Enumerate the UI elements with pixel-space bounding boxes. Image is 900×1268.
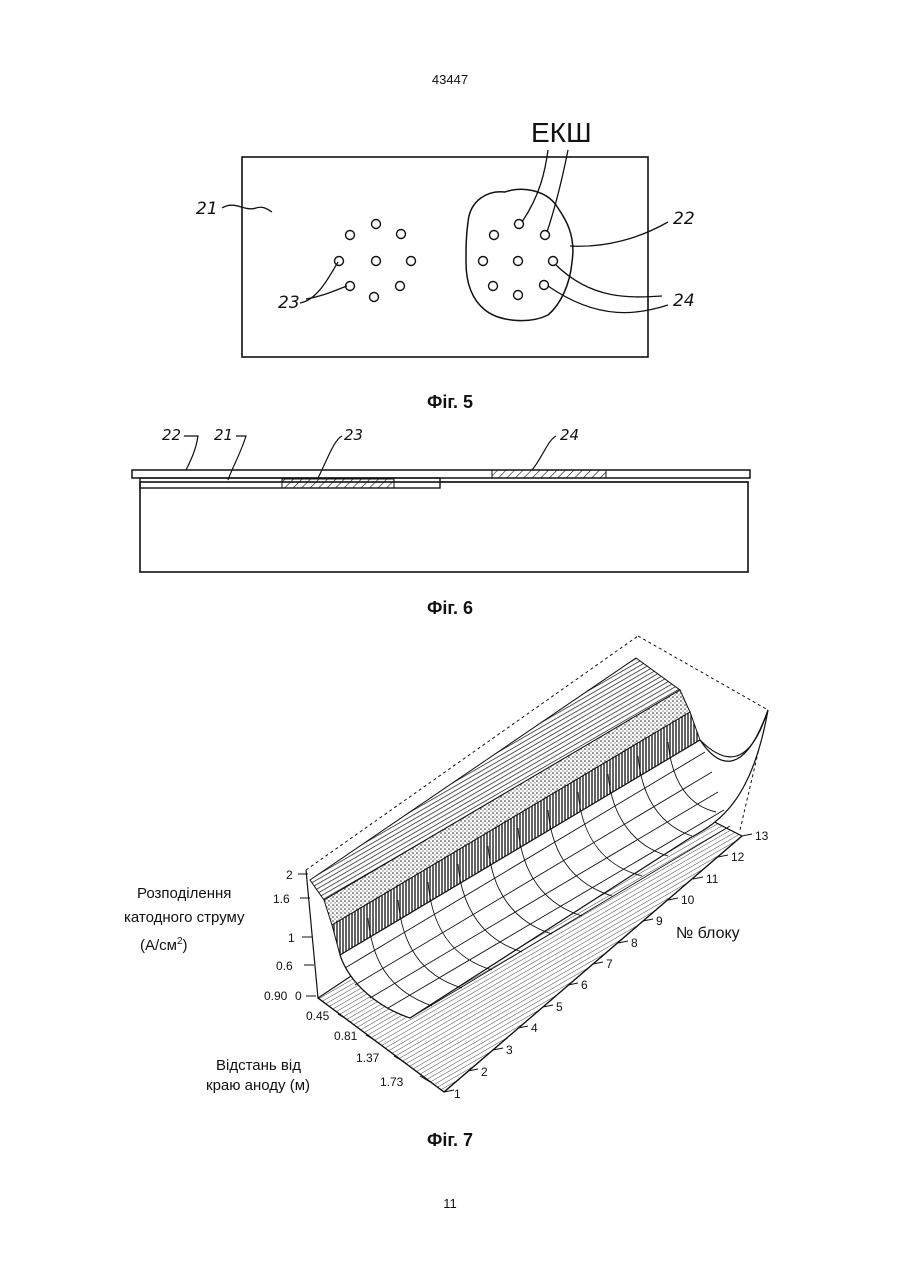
fig7-y-tick-12: 12 <box>731 850 745 864</box>
fig7-y-tick-3: 3 <box>506 1043 513 1057</box>
fig7-y-tick-1: 1 <box>454 1087 461 1101</box>
fig7-x-tick-0.81: 0.81 <box>334 1029 358 1043</box>
fig7-y-tick-7: 7 <box>606 957 613 971</box>
fig7-z-extra-label: 0.90 <box>264 989 288 1003</box>
fig7-z-tick-0.6: 0.6 <box>276 959 293 973</box>
fig7-z-tick-0: 0 <box>295 989 302 1003</box>
fig7-z-tick-2: 2 <box>286 868 293 882</box>
fig7-z-title-line2: катодного струму <box>124 909 245 926</box>
fig7-y-tick-11: 11 <box>706 872 719 886</box>
fig7-y-title: № блоку <box>676 925 740 942</box>
page-number: 11 <box>0 1196 900 1211</box>
fig7-x-title-line1: Відстань від <box>216 1057 301 1074</box>
fig7-z-ticks <box>298 874 316 996</box>
fig7-y-tick-2: 2 <box>481 1065 488 1079</box>
fig7-z-tick-1.6: 1.6 <box>273 892 290 906</box>
fig7-z-title-line3: (А/см2) <box>140 936 188 954</box>
fig7-x-title-line2: краю аноду (м) <box>206 1077 310 1094</box>
fig7-y-tick-6: 6 <box>581 978 588 992</box>
fig7-z-tick-1: 1 <box>288 931 295 945</box>
fig7-y-tick-8: 8 <box>631 936 638 950</box>
fig7-y-tick-5: 5 <box>556 1000 563 1014</box>
fig7-x-tick-1.37: 1.37 <box>356 1051 380 1065</box>
fig7-y-tick-10: 10 <box>681 893 695 907</box>
fig7-z-title-line1: Розподілення <box>137 885 231 902</box>
fig7-caption: Фіг. 7 <box>0 1130 900 1151</box>
fig7-y-tick-13: 13 <box>755 829 769 843</box>
fig7-x-tick-0.45: 0.45 <box>306 1009 330 1023</box>
fig7-x-tick-1.73: 1.73 <box>380 1075 404 1089</box>
fig7-y-tick-9: 9 <box>656 914 663 928</box>
fig7-y-tick-4: 4 <box>531 1021 538 1035</box>
